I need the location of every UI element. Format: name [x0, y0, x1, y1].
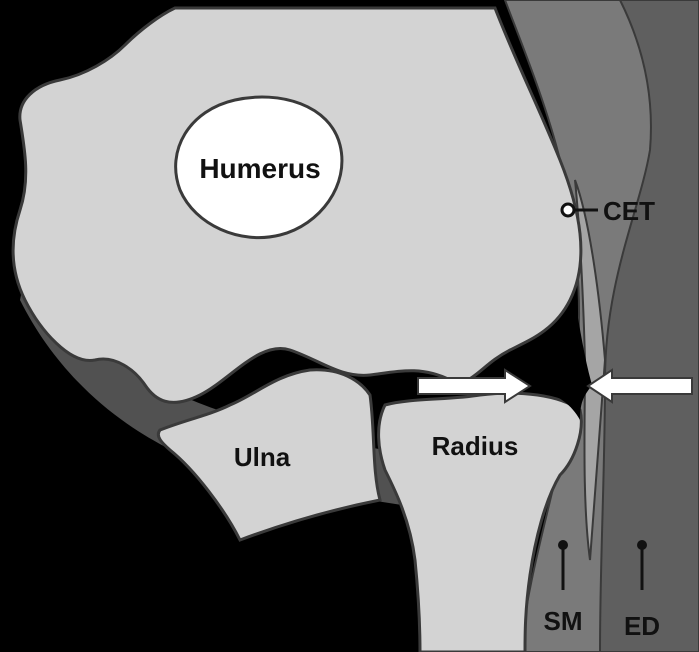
- sm-label: SM: [544, 606, 583, 636]
- humerus-label: Humerus: [199, 153, 320, 184]
- ulna-label: Ulna: [234, 442, 291, 472]
- cet-label: CET: [603, 196, 655, 226]
- radius-label: Radius: [432, 431, 519, 461]
- ed-label: ED: [624, 611, 660, 641]
